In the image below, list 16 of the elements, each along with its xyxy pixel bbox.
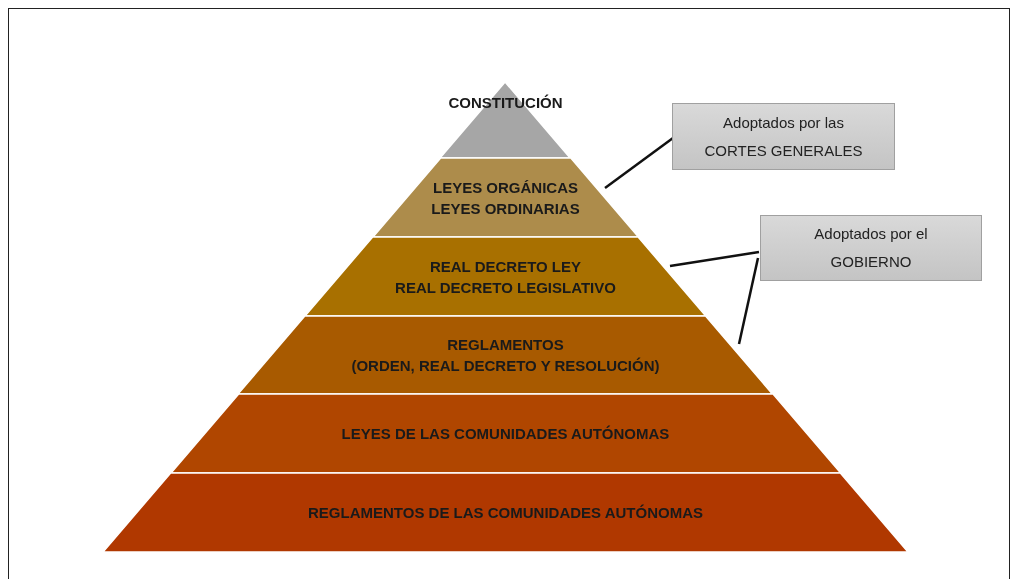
tier-label: REGLAMENTOS DE LAS COMUNIDADES AUTÓNOMAS <box>308 503 703 523</box>
tier-label: REGLAMENTOS <box>447 335 564 355</box>
tier-label: CONSTITUCIÓN <box>448 93 563 114</box>
leader-line <box>737 257 760 345</box>
callout-text: Adoptados por las CORTES GENERALES <box>703 112 864 161</box>
tier-label: REAL DECRETO LEGISLATIVO <box>395 277 616 298</box>
tier-label: REAL DECRETO LEY <box>429 256 582 277</box>
leader-line <box>669 250 760 268</box>
tier-label: (ORDEN, REAL DECRETO Y RESOLUCIÓN) <box>351 356 660 376</box>
tier-label: LEYES ORDINARIAS <box>431 198 580 219</box>
callout-box <box>672 103 895 170</box>
callout-text: Adoptados por el GOBIERNO <box>813 224 929 272</box>
tier-label: LEYES ORGÁNICAS <box>432 177 578 198</box>
leader-line <box>604 137 674 189</box>
tier-label: LEYES DE LAS COMUNIDADES AUTÓNOMAS <box>341 424 670 444</box>
callout-box <box>760 215 982 281</box>
